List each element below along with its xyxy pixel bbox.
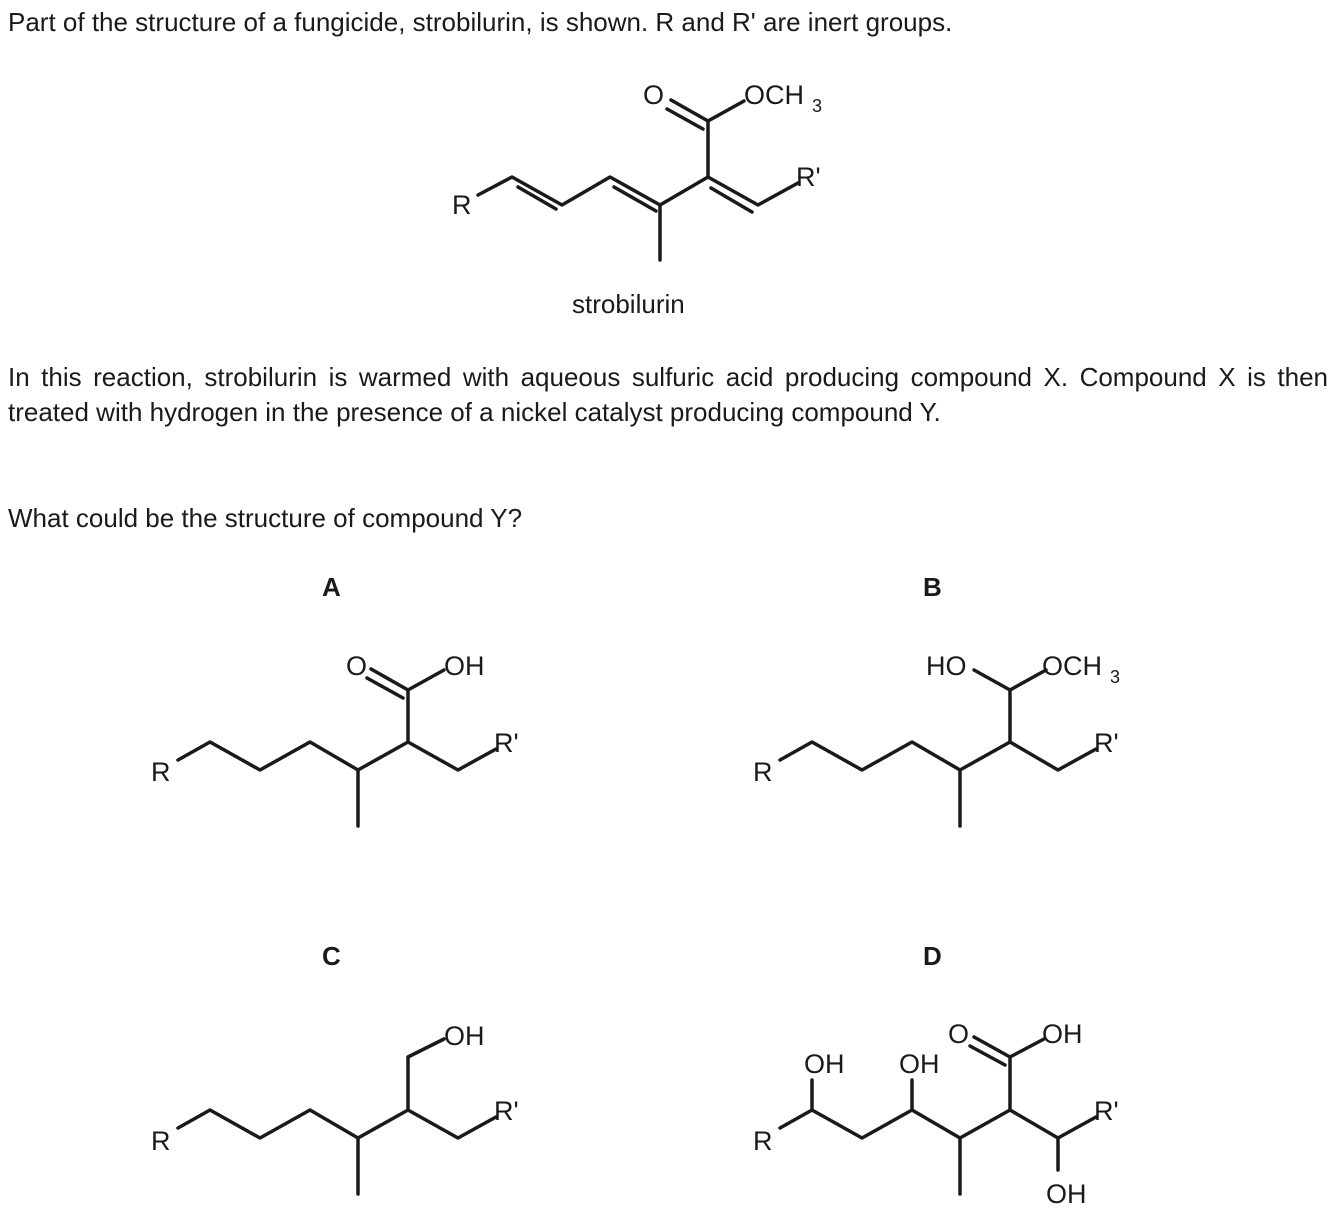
option-d-structure[interactable]: R R' O OH OH OH OH (753, 1019, 1119, 1209)
option-c-label[interactable]: C (322, 941, 341, 971)
option-c-rprime-label: R' (494, 1096, 519, 1126)
option-a-r-label: R (151, 757, 171, 787)
option-a-label[interactable]: A (322, 572, 341, 602)
option-c-structure[interactable]: R R' OH (151, 1021, 519, 1196)
option-a-o-label: O (346, 651, 367, 681)
option-d-oh3-label: OH (1046, 1179, 1087, 1209)
option-a-rprime-label: R' (494, 728, 519, 758)
option-d-acid-oh-label: OH (1042, 1019, 1083, 1049)
option-b-sub3: 3 (1110, 667, 1120, 687)
strobilurin-structure: R R' O OCH 3 (452, 80, 822, 262)
option-b-r-label: R (753, 757, 773, 787)
option-b-ho-label: HO (926, 651, 967, 681)
option-d-label[interactable]: D (923, 941, 942, 971)
reaction-paragraph: In this reaction, strobilurin is warmed … (8, 362, 1328, 427)
option-b-structure[interactable]: R R' HO OCH 3 (753, 651, 1120, 828)
option-a-structure[interactable]: R R' O OH (151, 651, 519, 828)
option-d-oh2-label: OH (899, 1049, 940, 1079)
option-d-rprime-label: R' (1094, 1096, 1119, 1126)
option-c-oh-label: OH (444, 1021, 485, 1051)
option-b-label[interactable]: B (923, 572, 942, 602)
intro-text: Part of the structure of a fungicide, st… (8, 7, 953, 37)
strob-och-label: OCH (744, 80, 804, 110)
strob-o-label: O (643, 80, 664, 110)
option-d-o-label: O (948, 1019, 969, 1049)
option-c-r-label: R (151, 1126, 171, 1156)
option-d-oh1-label: OH (804, 1049, 845, 1079)
option-b-och-label: OCH (1042, 651, 1102, 681)
strob-rprime-label: R' (796, 162, 821, 192)
strob-sub3: 3 (812, 96, 822, 116)
strob-r-label: R (452, 190, 472, 220)
question-text: What could be the structure of compound … (8, 503, 523, 533)
option-a-oh-label: OH (444, 651, 485, 681)
option-b-rprime-label: R' (1094, 728, 1119, 758)
option-d-r-label: R (753, 1126, 773, 1156)
strobilurin-caption: strobilurin (572, 289, 685, 319)
